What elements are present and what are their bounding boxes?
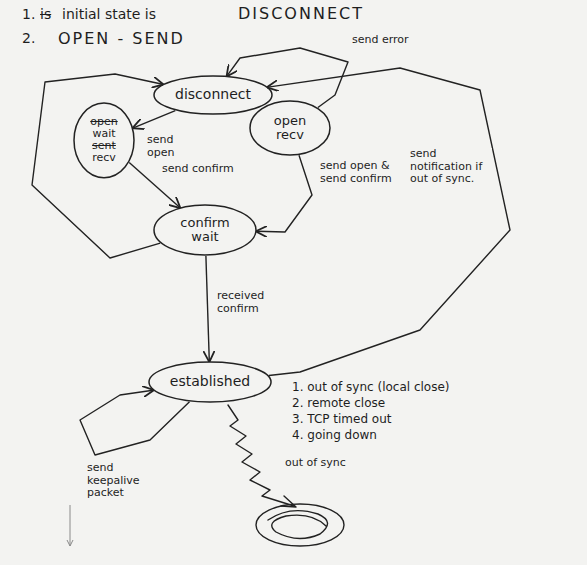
margin-arrow [67, 505, 73, 546]
state-name: established [170, 374, 250, 389]
transition-label: send confirm [160, 163, 236, 176]
state-name: open [90, 116, 117, 128]
transition-label: send error [350, 34, 416, 47]
transition-arrow [206, 256, 209, 361]
note-text: initial state is [62, 6, 156, 22]
note-text: 3. TCP timed out [292, 412, 392, 426]
note-text: is [40, 6, 51, 22]
out-of-sync-line [228, 405, 294, 506]
note-text: 1. out of sync (local close) [292, 380, 450, 394]
state-name: disconnect [175, 87, 251, 102]
state-ellipse: openwaitsentrecv [73, 102, 135, 179]
note-text: OPEN - SEND [58, 29, 185, 48]
state-ellipse: disconnect [153, 75, 273, 115]
transition-label: received confirm [215, 290, 281, 315]
transition-label: send keepalive packet [85, 462, 167, 500]
state-ellipse: established [148, 361, 272, 403]
transition-arrow [257, 155, 312, 232]
state-name: wait [90, 128, 117, 140]
transition-arrow [133, 111, 175, 128]
transition-label: send notification if out of sync. [408, 148, 492, 186]
note-text: out of sync [285, 456, 346, 469]
scribble-ellipse [256, 504, 344, 546]
transition-arrow [32, 74, 163, 258]
note-text: 4. going down [292, 428, 377, 442]
note-text: DISCONNECT [238, 4, 364, 23]
state-ellipse: confirm wait [153, 204, 257, 256]
state-name: confirm wait [176, 216, 234, 245]
note-text: 1. [22, 6, 35, 22]
transition-arrow [80, 390, 190, 455]
note-text: 2. remote close [292, 396, 385, 410]
state-name: sent [90, 140, 117, 152]
transition-label: send open & send confirm [318, 160, 412, 185]
state-ellipse: open recv [249, 100, 331, 156]
state-name: open recv [267, 114, 313, 143]
note-text: 2. [22, 30, 35, 46]
transition-label: send open [145, 134, 201, 159]
state-name: recv [90, 152, 117, 164]
scribble [268, 511, 328, 539]
